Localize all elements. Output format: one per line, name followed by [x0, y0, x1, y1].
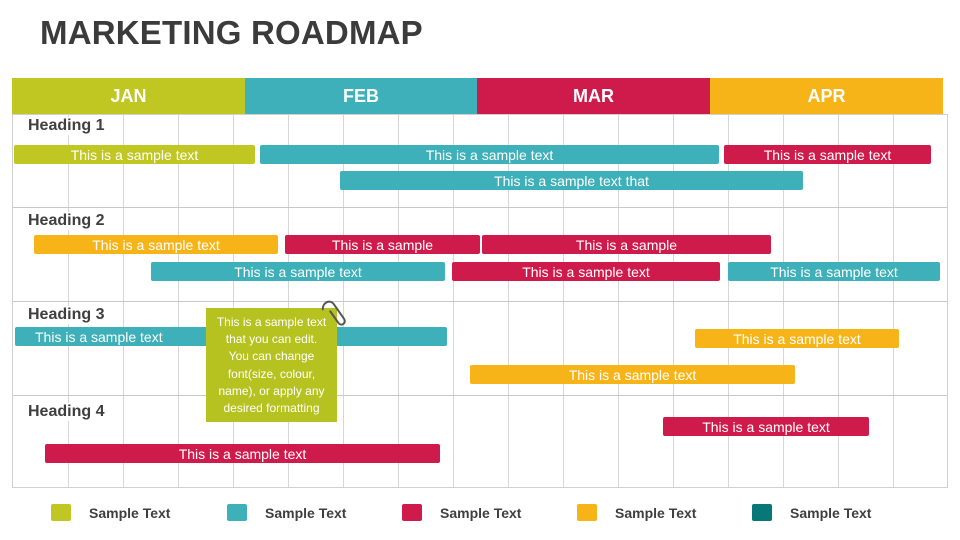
legend-label: Sample Text: [440, 504, 522, 521]
task-bar[interactable]: This is a sample text: [695, 329, 899, 348]
legend-label: Sample Text: [790, 504, 872, 521]
page-title: MARKETING ROADMAP: [40, 14, 423, 51]
legend-swatch: [51, 504, 71, 521]
task-bar[interactable]: This is a sample text: [14, 145, 255, 164]
heading-2: Heading 2: [28, 212, 108, 230]
legend-swatch: [752, 504, 772, 521]
legend-swatch: [402, 504, 422, 521]
month-header: JAN FEB MAR APR: [12, 78, 943, 114]
task-bar[interactable]: This is a sample text: [151, 262, 445, 281]
legend-swatch: [577, 504, 597, 521]
legend-label: Sample Text: [265, 504, 347, 521]
task-bar[interactable]: This is a sample text: [728, 262, 940, 281]
legend-item: Sample Text: [51, 504, 170, 521]
task-bar[interactable]: This is a sample text: [663, 417, 869, 436]
legend-item: Sample Text: [227, 504, 346, 521]
heading-3: Heading 3: [28, 306, 108, 324]
heading-4: Heading 4: [28, 403, 108, 421]
task-bar[interactable]: This is a sample text: [34, 235, 278, 254]
task-bar[interactable]: This is a sample text that: [340, 171, 803, 190]
grid-row-divider: [13, 207, 947, 208]
legend-swatch: [227, 504, 247, 521]
task-bar[interactable]: This is a sample: [285, 235, 480, 254]
legend-item: Sample Text: [577, 504, 696, 521]
roadmap-grid: [12, 114, 948, 488]
grid-row-divider: [13, 301, 947, 302]
month-feb: FEB: [245, 78, 477, 114]
month-mar: MAR: [477, 78, 710, 114]
month-apr: APR: [710, 78, 943, 114]
sticky-note[interactable]: This is a sample text that you can edit.…: [206, 308, 337, 422]
task-bar[interactable]: This is a sample text: [45, 444, 440, 463]
legend-label: Sample Text: [615, 504, 697, 521]
legend: Sample Text Sample Text Sample Text Samp…: [0, 504, 960, 528]
task-bar[interactable]: This is a sample text: [724, 145, 931, 164]
paperclip-icon: [321, 300, 346, 326]
task-bar[interactable]: This is a sample text: [260, 145, 719, 164]
month-jan: JAN: [12, 78, 245, 114]
grid-row-divider: [13, 395, 947, 396]
task-bar[interactable]: This is a sample text: [452, 262, 720, 281]
heading-1: Heading 1: [28, 117, 108, 135]
legend-label: Sample Text: [89, 504, 171, 521]
legend-item: Sample Text: [402, 504, 521, 521]
task-bar[interactable]: This is a sample text: [470, 365, 795, 384]
legend-item: Sample Text: [752, 504, 871, 521]
task-bar[interactable]: This is a sample: [482, 235, 771, 254]
